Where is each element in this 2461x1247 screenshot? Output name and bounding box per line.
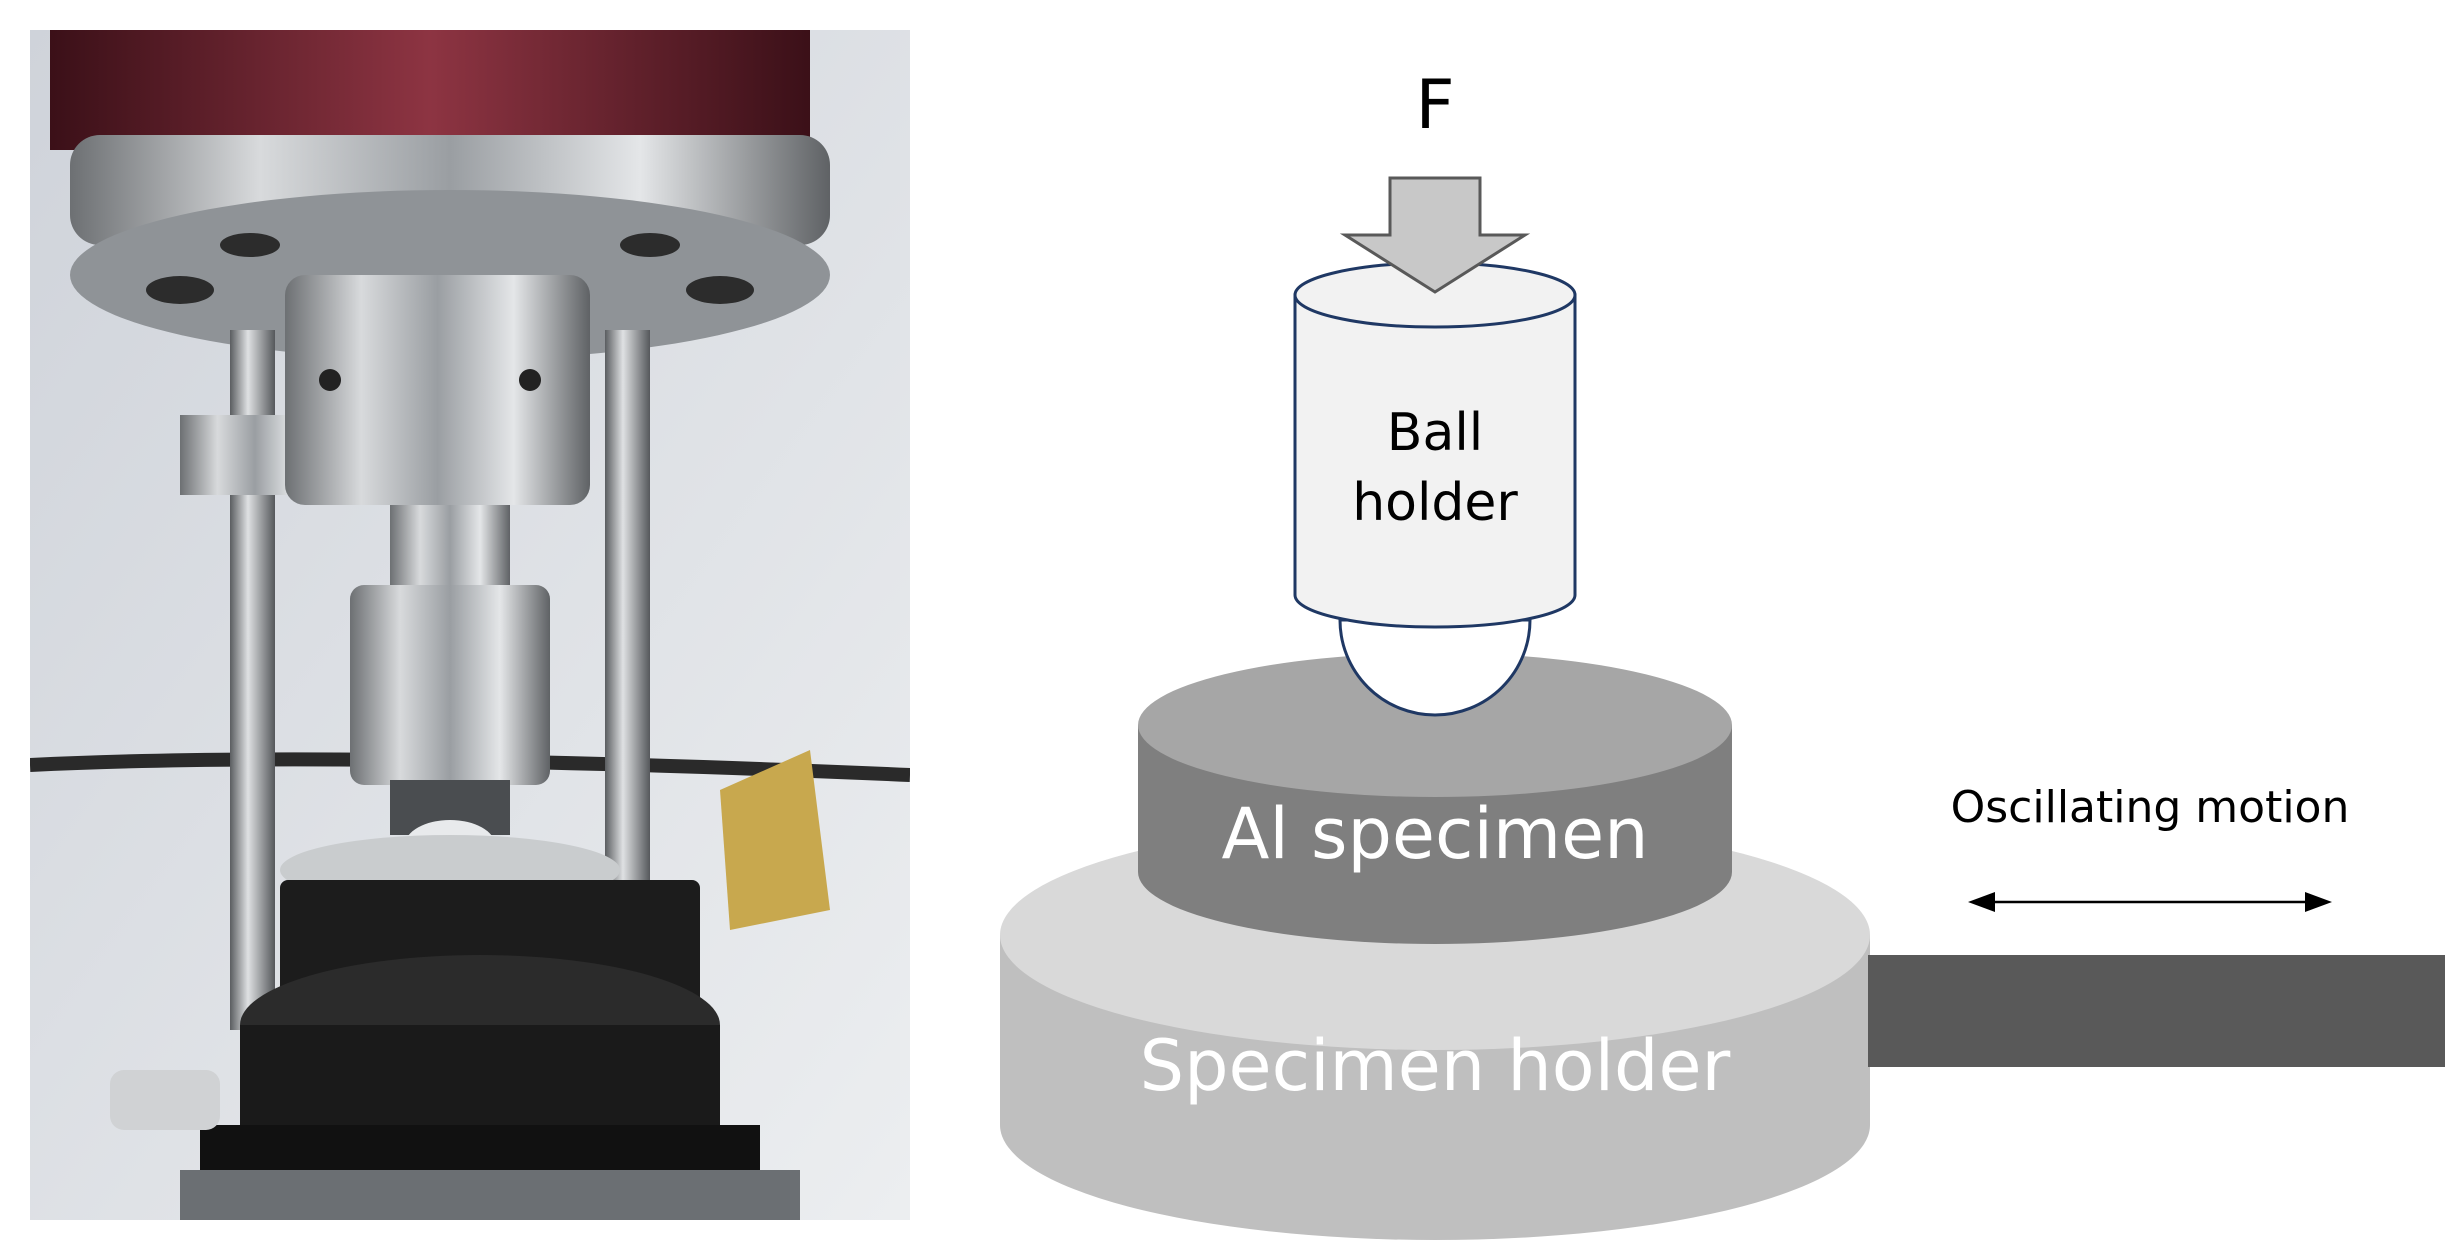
shaft [390, 505, 510, 590]
flange-hole [686, 276, 754, 304]
oscillating-motion-label: Oscillating motion [1951, 782, 2350, 833]
collar-hole [519, 369, 541, 391]
ball-holder-body [350, 585, 550, 785]
al-specimen-top [1138, 653, 1732, 797]
al-specimen-label: Al specimen [1221, 793, 1648, 875]
drive-bar [1868, 955, 2445, 1067]
force-label: F [1415, 66, 1454, 145]
apparatus-photo [30, 30, 910, 1220]
lower-stage [180, 1170, 800, 1220]
specimen-holder-label: Specimen holder [1140, 1025, 1731, 1107]
al-specimen [1138, 653, 1732, 944]
flange-hole [146, 276, 214, 304]
schematic-diagram: F Ball holder Al specimen Specimen holde… [1000, 66, 2445, 1240]
ball-holder-body [1293, 293, 1577, 629]
ball-holder [1293, 261, 1577, 629]
ball-holder-label-line2: holder [1352, 473, 1518, 533]
collar-hole [319, 369, 341, 391]
flange-hole [620, 233, 680, 257]
spindle-collar [285, 275, 590, 505]
oscillation-arrow-icon [1968, 892, 2332, 912]
force-arrow-icon [1339, 176, 1531, 294]
brass-plate [720, 750, 830, 930]
motor-housing [50, 30, 810, 150]
ball-shape [1338, 618, 1532, 717]
adjust-knob [110, 1070, 220, 1130]
holder-base [240, 1025, 720, 1135]
ball-holder-label-line1: Ball [1387, 403, 1483, 463]
stage-plate [200, 1125, 760, 1170]
flange-hole [220, 233, 280, 257]
